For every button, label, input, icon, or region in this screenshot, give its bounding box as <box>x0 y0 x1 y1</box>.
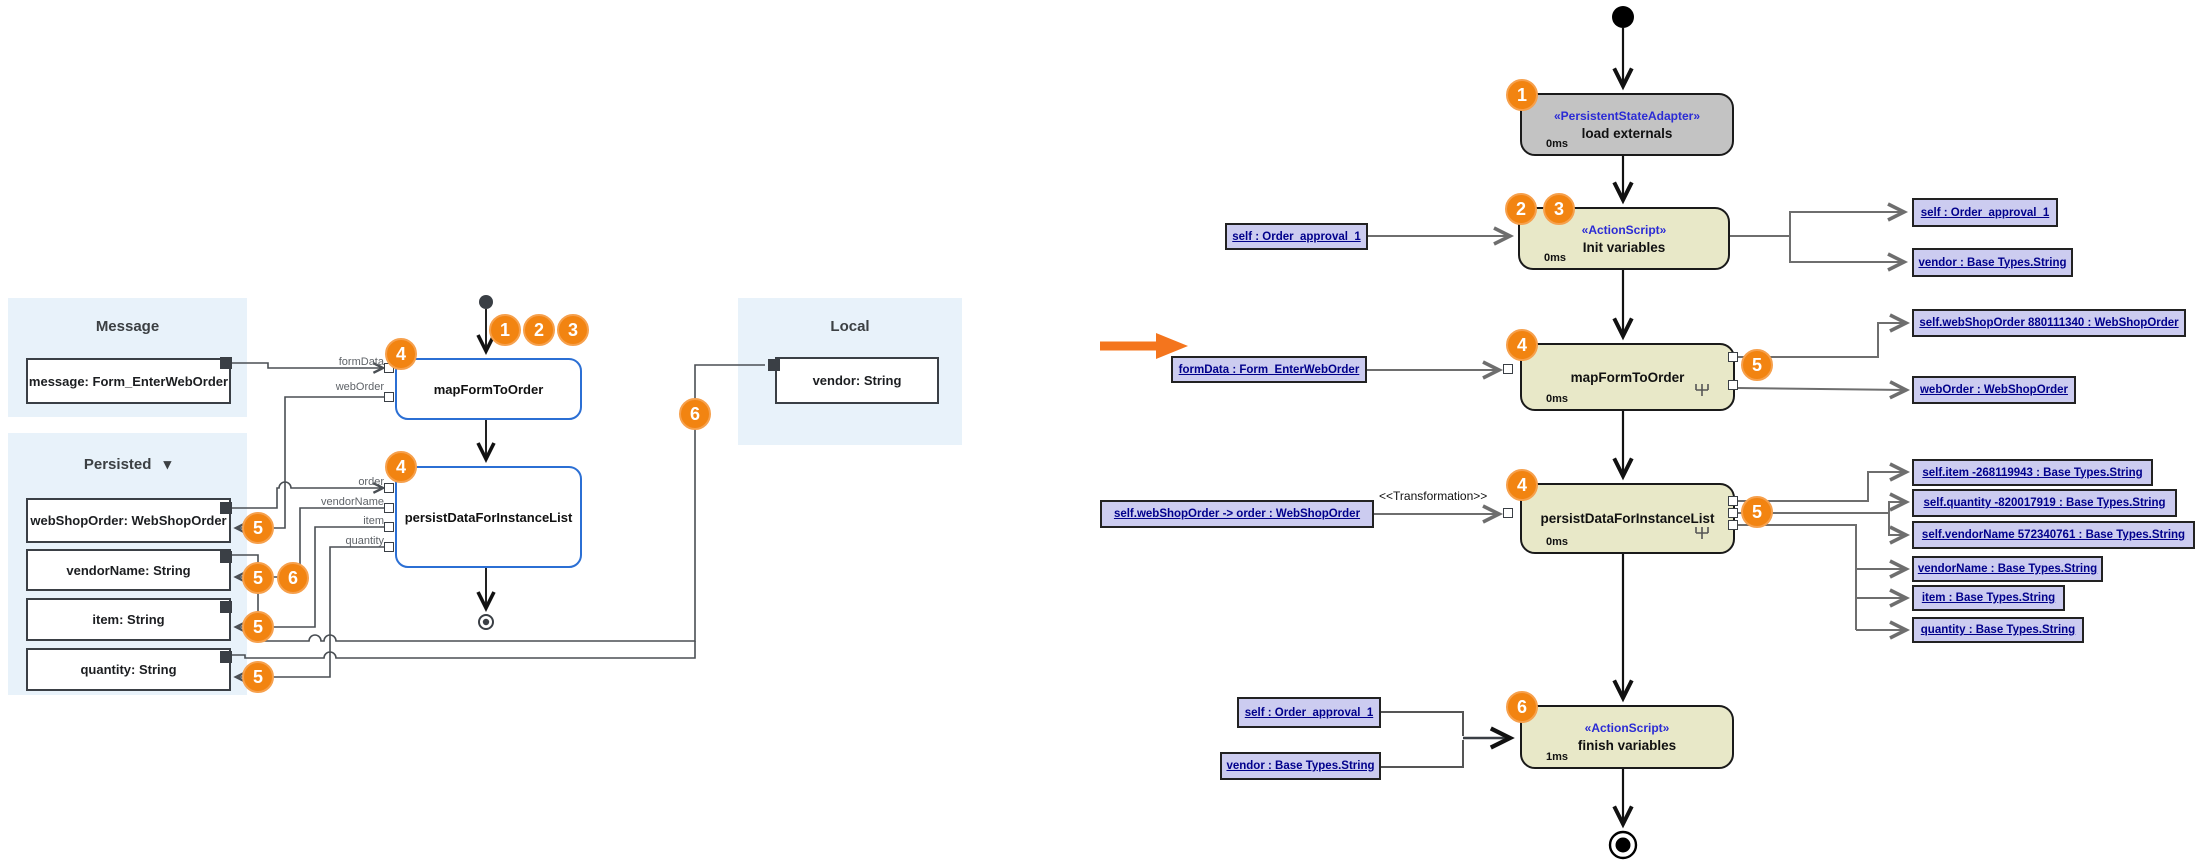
object-label-vendor-out[interactable]: vendor : Base Types.String <box>1912 248 2073 277</box>
step-badge-5[interactable]: 5 <box>1741 349 1773 381</box>
message-field[interactable]: message: Form_EnterWebOrder <box>26 358 231 404</box>
step-badge-4[interactable]: 4 <box>385 338 417 370</box>
state-time: 0ms <box>1544 252 1567 264</box>
output-port[interactable] <box>384 542 394 552</box>
port-label-item: item <box>363 515 384 527</box>
decomposition-rake-icon <box>1695 527 1709 539</box>
step-badge-1[interactable]: 1 <box>1506 79 1538 111</box>
object-label-self-out[interactable]: self : Order_approval_1 <box>1912 198 2058 227</box>
transformation-label: <<Transformation>> <box>1379 489 1488 503</box>
step-badge-1[interactable]: 1 <box>489 314 521 346</box>
step-badge-5[interactable]: 5 <box>242 512 274 544</box>
step-badge-2[interactable]: 2 <box>523 314 555 346</box>
right-initial-node <box>1612 6 1634 28</box>
state-mapformtoorder[interactable]: mapFormToOrder 0ms <box>1520 343 1735 411</box>
state-stereotype: «ActionScript» <box>1584 721 1670 735</box>
step-badge-5[interactable]: 5 <box>242 611 274 643</box>
persist-function-box[interactable]: persistDataForInstanceList <box>395 466 582 568</box>
object-label-self-item[interactable]: self.item -268119943 : Base Types.String <box>1912 459 2153 486</box>
state-stereotype: «PersistentStateAdapter» <box>1553 108 1701 123</box>
output-port[interactable] <box>1728 352 1738 362</box>
object-label-self-vendorname[interactable]: self.vendorName 572340761 : Base Types.S… <box>1912 521 2195 549</box>
local-panel-title: Local <box>830 318 870 335</box>
step-badge-6[interactable]: 6 <box>1506 691 1538 723</box>
input-port[interactable] <box>1503 508 1513 518</box>
object-label-self-finish[interactable]: self : Order_approval_1 <box>1237 697 1381 728</box>
object-label-vendor-finish[interactable]: vendor : Base Types.String <box>1220 752 1381 780</box>
step-badge-6[interactable]: 6 <box>679 398 711 430</box>
state-finish-variables[interactable]: «ActionScript» finish variables 1ms <box>1520 705 1734 769</box>
state-name: mapFormToOrder <box>1570 369 1685 385</box>
state-persistdataforinstancelist[interactable]: persistDataForInstanceList 0ms <box>1520 483 1735 554</box>
persisted-field-vendorname[interactable]: vendorName: String <box>26 549 231 591</box>
state-time: 0ms <box>1546 393 1569 405</box>
message-panel-title: Message <box>95 318 160 335</box>
local-field-vendor[interactable]: vendor: String <box>775 357 939 404</box>
step-badge-5[interactable]: 5 <box>242 661 274 693</box>
output-port[interactable] <box>1728 496 1738 506</box>
step-badge-4[interactable]: 4 <box>1506 469 1538 501</box>
connector-square-icon[interactable] <box>220 502 232 514</box>
connector-square-icon[interactable] <box>220 551 232 563</box>
decomposition-rake-icon <box>1695 384 1709 396</box>
step-badge-5[interactable]: 5 <box>1741 496 1773 528</box>
output-port[interactable] <box>1728 380 1738 390</box>
port-label-quantity: quantity <box>345 535 384 547</box>
persisted-field-quantity[interactable]: quantity: String <box>26 648 231 691</box>
port-label-weborder: webOrder <box>335 381 384 393</box>
object-label-weborder[interactable]: webOrder : WebShopOrder <box>1912 376 2076 404</box>
connector-square-icon[interactable] <box>768 359 780 371</box>
port-label-vendorname: vendorName <box>321 496 384 508</box>
port-label-order: order <box>358 476 384 488</box>
collapse-chevron-icon[interactable]: ▾ <box>163 456 172 473</box>
output-port[interactable] <box>384 522 394 532</box>
output-port[interactable] <box>1728 520 1738 530</box>
object-label-order-in[interactable]: self.webShopOrder -> order : WebShopOrde… <box>1100 500 1374 528</box>
port-label-formdata: formData <box>338 356 384 368</box>
state-time: 0ms <box>1546 138 1569 150</box>
persisted-panel-title: Persisted ▾ <box>83 456 172 473</box>
state-stereotype: «ActionScript» <box>1581 222 1667 237</box>
step-badge-4[interactable]: 4 <box>1506 329 1538 361</box>
step-badge-4[interactable]: 4 <box>385 451 417 483</box>
object-label-formdata-in[interactable]: formData : Form_EnterWebOrder <box>1171 356 1367 383</box>
connector-square-icon[interactable] <box>220 601 232 613</box>
right-data-wires <box>1367 202 1911 768</box>
transform-arrow <box>1100 333 1188 359</box>
state-name: Init variables <box>1582 239 1666 255</box>
object-label-quantity[interactable]: quantity : Base Types.String <box>1912 617 2084 643</box>
map-function-box[interactable]: mapFormToOrder <box>395 358 582 420</box>
object-label-vendorname[interactable]: vendorName : Base Types.String <box>1912 556 2103 582</box>
input-port[interactable] <box>1503 364 1513 374</box>
state-load-externals[interactable]: «PersistentStateAdapter» load externals … <box>1520 93 1734 156</box>
left-initial-node <box>479 295 493 309</box>
object-label-self-in[interactable]: self : Order_approval_1 <box>1225 223 1368 250</box>
step-badge-3[interactable]: 3 <box>1543 193 1575 225</box>
step-badge-2[interactable]: 2 <box>1505 193 1537 225</box>
connector-square-icon[interactable] <box>220 651 232 663</box>
step-badge-5[interactable]: 5 <box>242 562 274 594</box>
output-port[interactable] <box>384 503 394 513</box>
right-control-flow <box>1608 6 1638 860</box>
state-time: 0ms <box>1546 536 1569 548</box>
state-name: finish variables <box>1577 738 1677 753</box>
left-control-flow <box>476 295 496 630</box>
step-badge-6[interactable]: 6 <box>277 562 309 594</box>
state-time: 1ms <box>1546 751 1569 763</box>
object-label-self-webshoporder[interactable]: self.webShopOrder 880111340 : WebShopOrd… <box>1912 309 2186 337</box>
input-port[interactable] <box>384 483 394 493</box>
step-badge-3[interactable]: 3 <box>557 314 589 346</box>
persisted-field-item[interactable]: item: String <box>26 598 231 641</box>
output-port[interactable] <box>384 392 394 402</box>
state-name: persistDataForInstanceList <box>1540 511 1715 526</box>
object-label-self-quantity[interactable]: self.quantity -820017919 : Base Types.St… <box>1912 489 2177 517</box>
object-label-item[interactable]: item : Base Types.String <box>1912 585 2065 611</box>
persisted-field-webshoporder[interactable]: webShopOrder: WebShopOrder <box>26 498 231 543</box>
output-port[interactable] <box>1728 508 1738 518</box>
state-name: load externals <box>1581 125 1673 141</box>
connector-square-icon[interactable] <box>220 357 232 369</box>
